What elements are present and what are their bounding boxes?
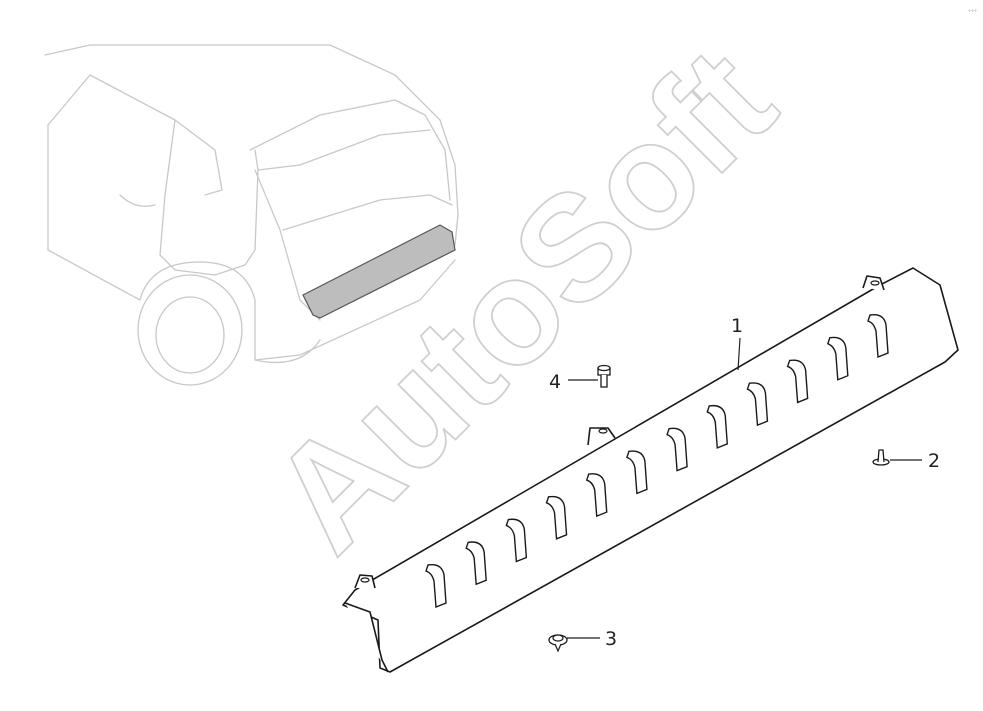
callout-1: 1 — [731, 315, 743, 337]
callout-2: 2 — [928, 450, 940, 472]
panel-slot — [505, 518, 528, 563]
panel-slot — [666, 427, 688, 472]
callout-4: 4 — [549, 371, 561, 393]
screw-clip-icon — [872, 449, 890, 466]
panel-slot — [746, 382, 769, 427]
panel-slot — [545, 495, 568, 540]
panel-slots — [425, 314, 889, 609]
panel-slot — [626, 450, 648, 495]
panel-slot — [706, 404, 729, 449]
panel-slot — [585, 473, 608, 518]
bolt-icon — [597, 364, 611, 388]
corner-mark: ˳˳˳ — [968, 5, 977, 12]
vehicle-reference-sketch — [44, 44, 459, 386]
leader-line-1 — [737, 337, 741, 371]
highlighted-trim-panel — [302, 224, 456, 319]
panel-slot — [786, 359, 809, 404]
callout-3: 3 — [605, 628, 617, 650]
panel-slot — [465, 541, 487, 586]
panel-slot — [867, 314, 889, 359]
push-clip-icon — [548, 634, 568, 653]
panel-slot — [425, 564, 447, 609]
panel-slot — [826, 336, 849, 381]
